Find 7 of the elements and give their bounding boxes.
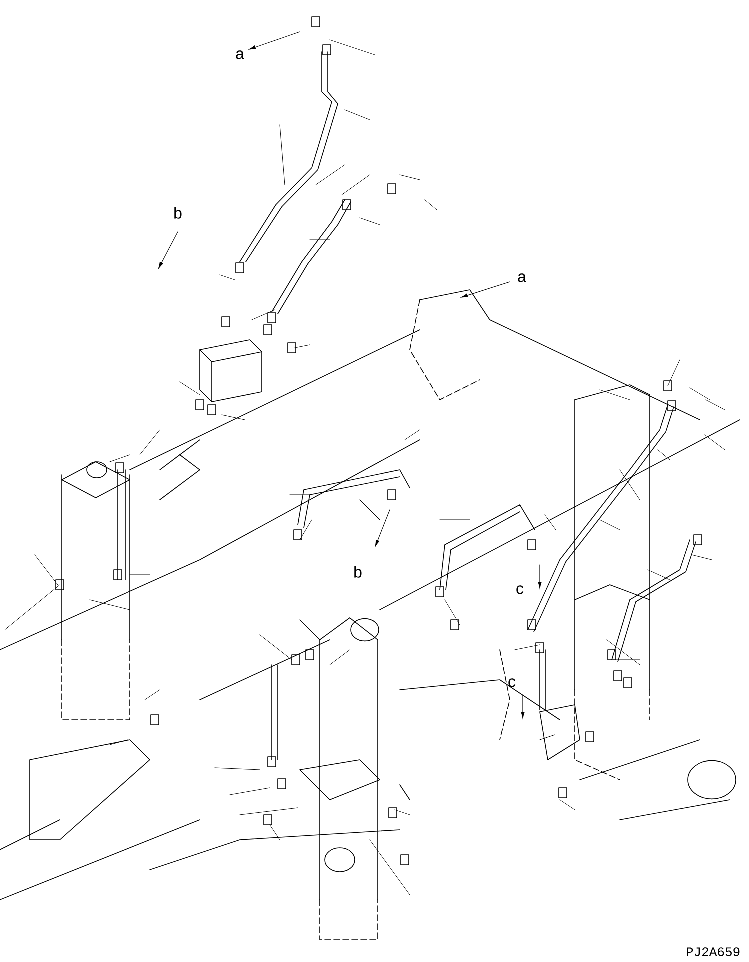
view-letter: a	[518, 274, 526, 282]
view-letter: b	[354, 566, 362, 578]
drawing-number: PJ2A659	[687, 948, 740, 956]
view-letter: b	[174, 207, 182, 219]
view-letter: c	[516, 586, 524, 594]
view-letter: c	[508, 678, 516, 688]
view-letter: a	[236, 50, 244, 60]
